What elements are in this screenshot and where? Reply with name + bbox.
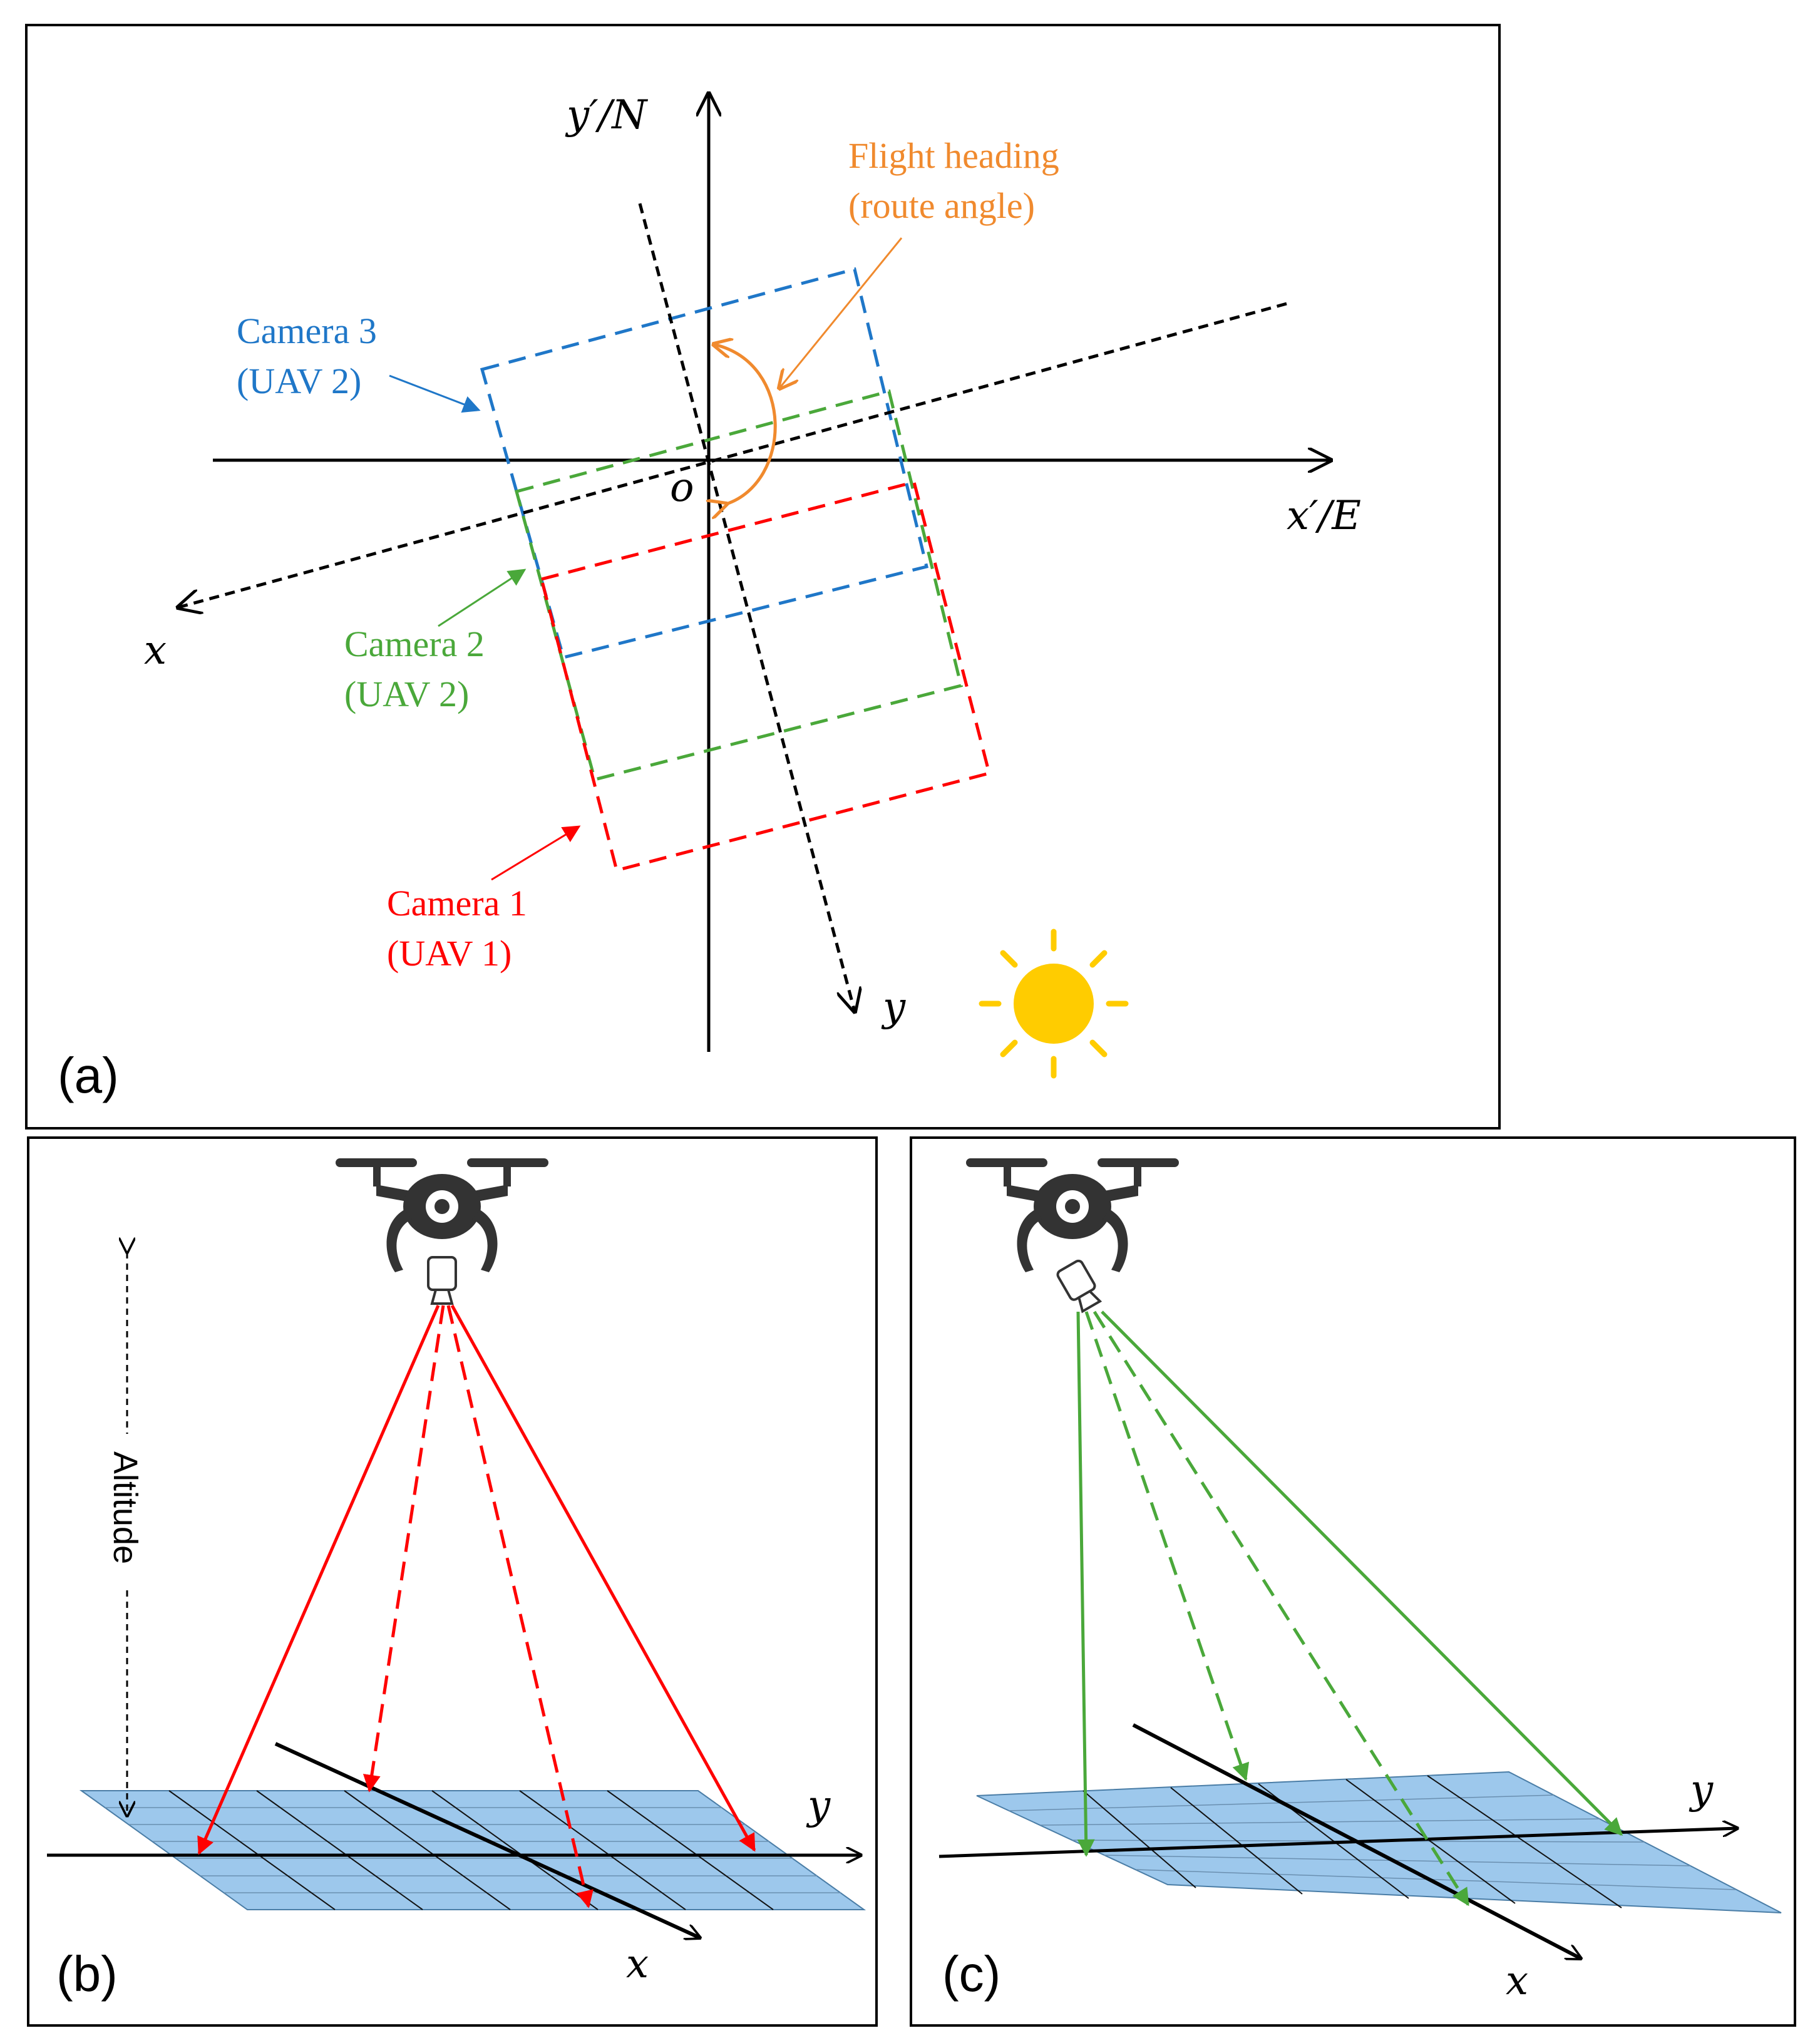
camera3-label-line1: Camera 3 — [237, 311, 377, 351]
panel-b-frame — [27, 1136, 878, 2027]
axis-x-c — [1132, 1723, 1581, 1958]
panel-c: y x (c) — [910, 1136, 1796, 2027]
camera3-label-line2: (UAV 2) — [237, 361, 361, 401]
drone-icon — [336, 1158, 548, 1272]
camera3-footprint — [480, 267, 929, 660]
camera1-label-line1: Camera 1 — [387, 883, 527, 924]
panel-c-label: (c) — [942, 1946, 1000, 2002]
camera2-label-line2: (UAV 2) — [344, 674, 469, 714]
panel-a: y′/N x′/E o x y Flight heading (route an… — [25, 24, 1501, 1130]
axis-y-label: y — [881, 984, 906, 1031]
flight-heading-label-line1: Flight heading — [848, 135, 1059, 176]
axis-x-label-b: x — [626, 1941, 649, 1987]
axis-north-label: y′/N — [565, 92, 648, 138]
axis-x-b — [274, 1742, 700, 1938]
camera1-label-line2: (UAV 1) — [387, 933, 512, 974]
camera2-rays — [1076, 1310, 1623, 1907]
camera3-pointer — [389, 374, 481, 413]
panel-b: Altitude y x (b) — [27, 1136, 878, 2027]
camera1-pointer — [491, 825, 581, 881]
panel-a-label: (a) — [58, 1047, 119, 1103]
camera1-footprint — [539, 480, 992, 873]
drone-icon-c — [966, 1158, 1179, 1272]
axis-y-label-c: y — [1689, 1767, 1714, 1813]
flight-heading-arc — [714, 344, 777, 504]
camera2-footprint — [514, 389, 964, 782]
camera2-label-line1: Camera 2 — [344, 624, 485, 664]
camera-icon-c — [1056, 1259, 1103, 1314]
axis-x-label-c: x — [1506, 1958, 1528, 2004]
camera-icon — [427, 1256, 457, 1305]
axis-x-label: x — [144, 627, 167, 674]
flight-heading-label-line2: (route angle) — [848, 185, 1035, 226]
origin-label: o — [670, 465, 694, 511]
altitude-label: Altitude — [106, 1451, 144, 1564]
sun-icon — [979, 929, 1129, 1079]
camera1-rays — [197, 1304, 756, 1908]
axis-y-rotated — [638, 203, 855, 1011]
camera2-pointer — [438, 569, 527, 627]
axis-y-label-b: y — [806, 1783, 831, 1829]
axis-east-label: x′/E — [1287, 493, 1361, 539]
flight-heading-pointer — [779, 237, 903, 388]
panel-b-label: (b) — [56, 1946, 118, 2002]
panel-c-frame — [910, 1136, 1796, 2027]
panel-a-frame — [25, 24, 1501, 1130]
